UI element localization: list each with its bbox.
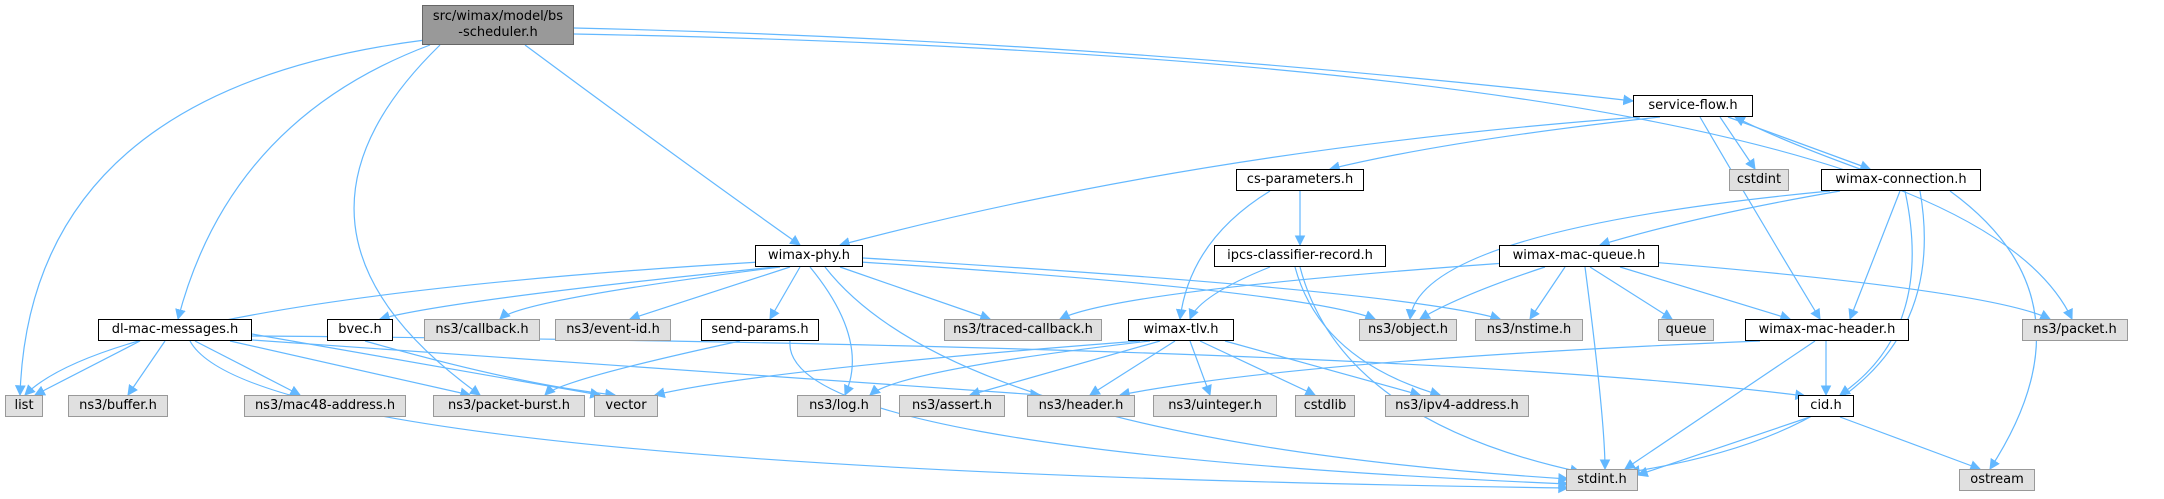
node-cstdint[interactable]: cstdint xyxy=(1729,169,1789,191)
node-cs-parameters[interactable]: cs-parameters.h xyxy=(1236,169,1364,191)
node-ns3-callback[interactable]: ns3/callback.h xyxy=(424,319,540,341)
edge-ipcs-tlv xyxy=(1188,266,1271,320)
node-list[interactable]: list xyxy=(5,395,43,417)
edge-dlmac-cid xyxy=(251,335,1807,401)
edge-root-list xyxy=(14,39,426,397)
edge-tlv-cstdlib xyxy=(1199,340,1316,396)
edge-sendparams-stdint xyxy=(789,340,1570,489)
edge-conn-cid xyxy=(1839,190,1913,396)
edge-root-dlmac xyxy=(175,44,431,321)
edge-tlv-assert xyxy=(968,340,1161,398)
root-label-line1: src/wimax/model/bs xyxy=(432,9,564,24)
node-ns3-mac48-address[interactable]: ns3/mac48-address.h xyxy=(244,395,406,417)
edge-phy-bvec xyxy=(378,266,776,322)
edge-conn-stdint xyxy=(1628,190,1925,476)
edge-root-packetburst xyxy=(353,44,481,396)
edge-tlv-header xyxy=(1089,340,1176,396)
node-ns3-nstime[interactable]: ns3/nstime.h xyxy=(1475,319,1583,341)
edge-macheader-header xyxy=(1118,340,1761,399)
edge-service-cstdint xyxy=(1719,116,1756,170)
node-ostream[interactable]: ostream xyxy=(1959,469,2035,491)
edge-conn-macqueue xyxy=(1598,190,1841,248)
node-ns3-header[interactable]: ns3/header.h xyxy=(1027,395,1135,417)
edge-macqueue-nstime xyxy=(1529,266,1566,320)
edge-macqueue-stdint xyxy=(1584,266,1611,471)
edge-dlmac-packetburst xyxy=(229,340,472,399)
edge-dlmac-mac48 xyxy=(194,340,301,396)
edge-phy-list xyxy=(24,261,761,396)
edge-conn-macheader xyxy=(1848,190,1901,321)
edge-conn-object xyxy=(1405,190,1831,321)
root-label-line2: -scheduler.h xyxy=(458,25,538,40)
edge-macqueue-queue xyxy=(1589,266,1673,320)
edge-macqueue-packet xyxy=(1649,261,2051,320)
edge-cid-ostream xyxy=(1839,416,1982,471)
node-ns3-buffer[interactable]: ns3/buffer.h xyxy=(68,395,168,417)
node-ns3-uinteger[interactable]: ns3/uinteger.h xyxy=(1153,395,1277,417)
edge-macheader-stdint xyxy=(1624,340,1816,470)
node-wimax-tlv[interactable]: wimax-tlv.h xyxy=(1128,319,1234,341)
edge-root-wimaxphy xyxy=(524,44,801,246)
edge-dlmac-list xyxy=(34,340,141,396)
edge-dlmac-buffer xyxy=(127,340,166,396)
node-ipcs-classifier-record[interactable]: ipcs-classifier-record.h xyxy=(1214,245,1386,267)
node-root-bs-scheduler[interactable]: src/wimax/model/bs -scheduler.h xyxy=(422,5,574,45)
node-cstdlib[interactable]: cstdlib xyxy=(1295,395,1355,417)
edge-macqueue-object xyxy=(1419,266,1546,320)
node-ns3-packet-burst[interactable]: ns3/packet-burst.h xyxy=(433,395,585,417)
edge-phy-object xyxy=(859,261,1377,321)
edge-root-service xyxy=(573,27,1635,106)
edge-dlmac-stdint xyxy=(189,340,1570,494)
node-wimax-mac-queue[interactable]: wimax-mac-queue.h xyxy=(1499,245,1659,267)
edge-csparam-tlv xyxy=(1175,190,1271,321)
edge-sendparams-packetburst xyxy=(544,340,741,396)
node-ns3-object[interactable]: ns3/object.h xyxy=(1359,319,1457,341)
edge-service-csparam xyxy=(1328,116,1661,172)
node-dl-mac-messages[interactable]: dl-mac-messages.h xyxy=(98,319,252,341)
edge-phy-callback xyxy=(499,266,781,320)
edge-service-macheader xyxy=(1699,116,1821,320)
edge-ipcs-ipv4 xyxy=(1294,266,1442,398)
edge-phy-sendparams xyxy=(769,266,801,320)
node-ns3-log[interactable]: ns3/log.h xyxy=(797,395,881,417)
edge-conn-ostream xyxy=(1949,190,2038,470)
node-service-flow[interactable]: service-flow.h xyxy=(1633,95,1753,117)
edge-macqueue-macheader xyxy=(1619,266,1792,322)
edge-phy-nstime xyxy=(862,257,1502,322)
node-ns3-assert[interactable]: ns3/assert.h xyxy=(899,395,1005,417)
edge-cid-stdint xyxy=(1636,416,1811,478)
edge-tlv-uinteger xyxy=(1189,340,1212,397)
edge-phy-eventid xyxy=(628,266,791,322)
edge-ipcs-stdint xyxy=(1299,266,1582,476)
node-bvec[interactable]: bvec.h xyxy=(327,319,393,341)
node-cid[interactable]: cid.h xyxy=(1798,395,1854,417)
edge-phy-traced xyxy=(839,266,992,321)
node-ns3-ipv4-address[interactable]: ns3/ipv4-address.h xyxy=(1385,395,1529,417)
node-wimax-mac-header[interactable]: wimax-mac-header.h xyxy=(1745,319,1909,341)
node-wimax-phy[interactable]: wimax-phy.h xyxy=(755,245,863,267)
node-stdint[interactable]: stdint.h xyxy=(1566,469,1638,491)
edge-bvec-vector xyxy=(364,340,617,400)
edge-wimaxconn-service xyxy=(1734,116,1861,170)
node-ns3-packet[interactable]: ns3/packet.h xyxy=(2022,319,2128,341)
node-ns3-traced-callback[interactable]: ns3/traced-callback.h xyxy=(944,319,1102,341)
edge-tlv-vector xyxy=(653,340,1141,399)
node-send-params[interactable]: send-params.h xyxy=(701,319,819,341)
edge-service-wimaxphy xyxy=(838,116,1641,248)
node-wimax-connection[interactable]: wimax-connection.h xyxy=(1821,169,1981,191)
node-ns3-event-id[interactable]: ns3/event-id.h xyxy=(555,319,671,341)
edge-tlv-log xyxy=(869,340,1151,396)
edge-dlmac-header xyxy=(251,339,1042,400)
node-vector[interactable]: vector xyxy=(594,395,658,417)
node-queue[interactable]: queue xyxy=(1658,319,1714,341)
